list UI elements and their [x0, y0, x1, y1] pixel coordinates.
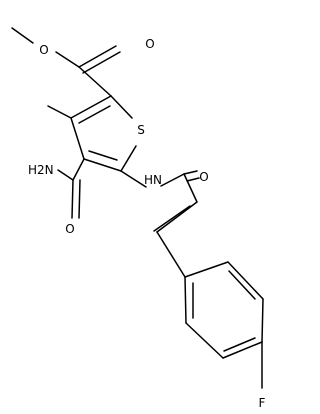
- bond-aryl-4-5: [222, 341, 263, 359]
- bond-carbonyl-oxygen-double-a: [78, 45, 117, 68]
- bond-alkene-aryl: [156, 231, 186, 278]
- bond-ring-amide-carbon: [72, 158, 85, 181]
- bond-amide-carbon-oxygen-double-a: [71, 179, 74, 219]
- bond-ring-c4-c5-inner: [88, 150, 118, 161]
- chemical-structure-diagram: O O S H2N O HN O F: [11, 27, 266, 410]
- bond-ring-s-c2: [110, 95, 133, 119]
- bond-ring-nh: [120, 170, 147, 188]
- bond-aryl-2-3: [227, 261, 264, 300]
- bond-ring-methyl: [47, 105, 72, 119]
- bond-aryl-3-4: [261, 298, 264, 343]
- structure-canvas: O O S H2N O HN O F: [11, 27, 266, 410]
- bond-aryl-5-6: [185, 322, 224, 359]
- bond-alkene-double-a: [156, 201, 198, 233]
- bond-aryl-1-2: [184, 261, 229, 278]
- bond-methyl-oxygen: [11, 27, 34, 44]
- bond-carbonyl-oxygen-double-b: [82, 51, 121, 74]
- bond-ring-c4-c5: [83, 158, 122, 172]
- bond-ring-c2-c3-inner: [78, 105, 111, 124]
- bond-carbonyl-alkene: [183, 173, 198, 203]
- atom-label-primary-amide-oxygen: O: [65, 222, 74, 236]
- bond-amide-carbon-oxygen-double-b: [78, 179, 81, 219]
- atom-label-ester-oxygen: O: [39, 43, 48, 57]
- atom-label-fluorine: F: [259, 396, 266, 410]
- bond-carbonyl-ring: [78, 66, 112, 97]
- atom-label-amine: H2N: [28, 163, 54, 177]
- bond-oxygen-carbonyl: [55, 51, 80, 68]
- bond-nh-carbonyl: [160, 173, 185, 187]
- bond-amide-carbon-nh2: [57, 169, 74, 181]
- bond-alkene-double-b: [153, 205, 191, 232]
- atom-label-sulfur: S: [137, 123, 145, 137]
- bond-carbonyl-oxygen-double-b: [186, 177, 200, 182]
- bond-ring-c3-c4: [70, 117, 85, 160]
- atom-label-ester-carbonyl-oxygen: O: [145, 37, 154, 51]
- bond-aryl-2-3-inner: [228, 270, 256, 300]
- bond-aryl-4-5-inner: [223, 337, 256, 352]
- atom-label-amide-nitrogen: HN: [144, 173, 162, 187]
- bond-ring-c2-c3: [70, 95, 112, 119]
- atom-label-secondary-amide-oxygen: O: [199, 170, 208, 184]
- bond-aryl-6-1: [184, 276, 187, 324]
- bond-carbonyl-oxygen-double-a: [183, 170, 198, 175]
- bond-ring-c5-s: [120, 145, 137, 172]
